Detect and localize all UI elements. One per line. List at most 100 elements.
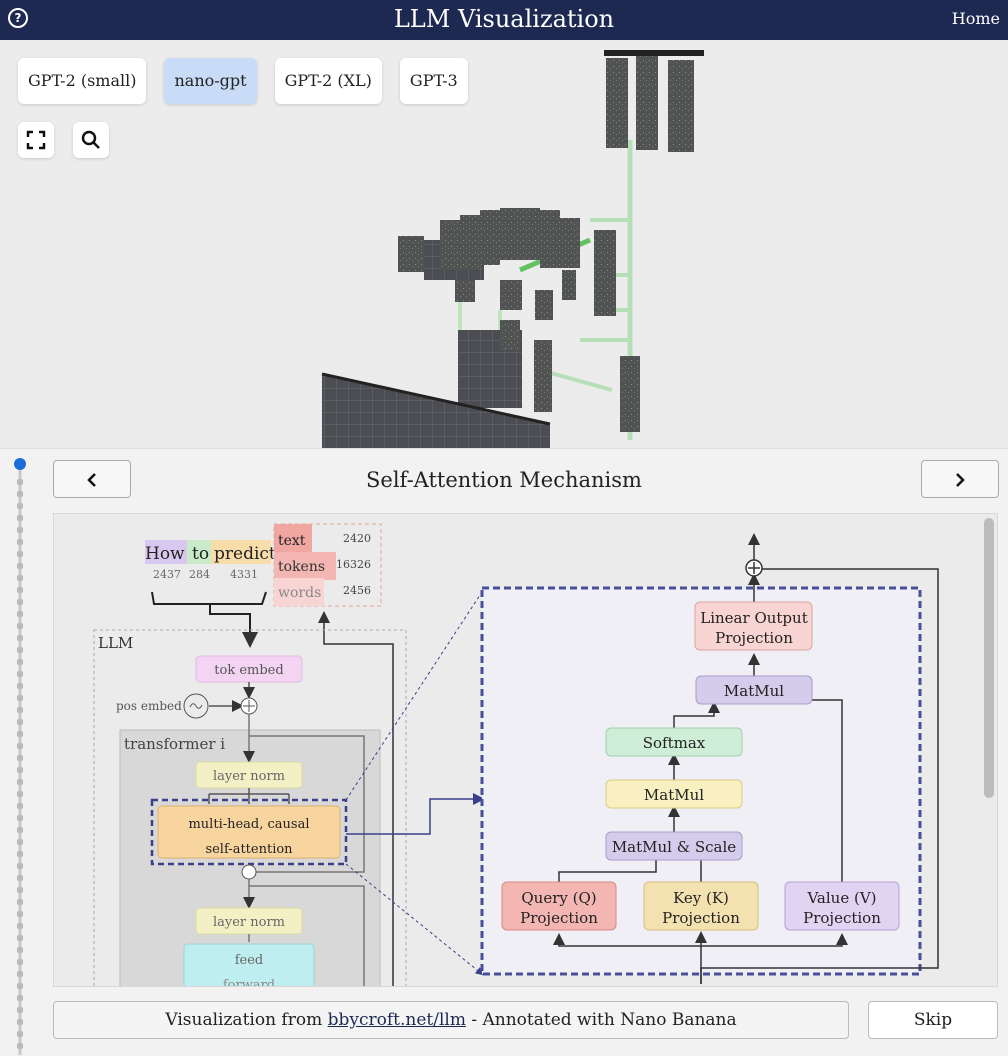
word-chip [187,540,211,564]
timeline-step[interactable] [17,911,23,917]
model-button-gpt2-small[interactable]: GPT-2 (small) [18,58,147,104]
timeline-step[interactable] [17,683,23,689]
timeline-step[interactable] [17,659,23,665]
linear-output-projection [694,601,813,651]
fullscreen-button[interactable] [18,122,54,158]
timeline-step[interactable] [17,551,23,557]
add-icon [241,864,257,880]
diagram-scrollbar[interactable] [984,518,994,798]
timeline-step[interactable] [17,767,23,773]
llm-box [93,629,407,986]
timeline-step[interactable] [17,707,23,713]
block-label: MatMul & Scale [612,838,736,856]
timeline-step[interactable] [17,779,23,785]
block-label: Value (V) [806,889,876,907]
timeline-step[interactable] [17,1007,23,1013]
timeline-step[interactable] [17,815,23,821]
credit-suffix: - Annotated with Nano Banana [465,1010,737,1030]
token-id: 2437 [153,568,181,581]
timeline-step[interactable] [17,887,23,893]
pos-embed-icon [183,693,209,719]
timeline-step[interactable] [17,959,23,965]
output-token-id: 16326 [336,558,371,571]
input-words: How to predict 2437 284 4331 [145,540,276,581]
timeline-step[interactable] [17,611,23,617]
block-label: MatMul [724,682,784,700]
input-word: How [145,544,185,564]
timeline-step[interactable] [17,743,23,749]
timeline-step[interactable] [17,995,23,1001]
timeline-step[interactable] [17,563,23,569]
timeline-step[interactable] [17,1031,23,1037]
timeline-step[interactable] [17,755,23,761]
timeline-step[interactable] [17,983,23,989]
timeline-step[interactable] [17,719,23,725]
progress-timeline[interactable] [12,455,28,1055]
timeline-step[interactable] [17,923,23,929]
timeline-step[interactable] [17,827,23,833]
fullscreen-icon [26,130,46,150]
timeline-step[interactable] [17,1043,23,1049]
skip-button[interactable]: Skip [868,1001,998,1039]
mhsa-block[interactable] [157,805,341,859]
timeline-step[interactable] [17,635,23,641]
credit-prefix: Visualization from [165,1010,328,1030]
timeline-step[interactable] [17,503,23,509]
timeline-step[interactable] [17,839,23,845]
key-projection [643,881,759,931]
tok-embed-label: tok embed [214,663,283,678]
diagram-svg: How to predict 2437 284 4331 text tokens… [93,523,939,986]
block-label: Projection [520,909,598,927]
panel-title: Self-Attention Mechanism [366,468,642,492]
model-3d-render[interactable] [0,40,1008,448]
next-button[interactable] [921,460,999,498]
layer-norm-label: layer norm [213,769,285,784]
timeline-step[interactable] [17,935,23,941]
matmul-block [605,779,743,809]
timeline-step[interactable] [17,491,23,497]
block-label: MatMul [644,786,704,804]
timeline-step[interactable] [17,1019,23,1025]
timeline-step[interactable] [17,671,23,677]
timeline-step[interactable] [17,851,23,857]
timeline-step[interactable] [17,599,23,605]
timeline-step[interactable] [17,587,23,593]
walkthrough-panel: Self-Attention Mechanism How to [0,448,1008,1056]
timeline-step[interactable] [17,479,23,485]
timeline-step[interactable] [17,791,23,797]
timeline-step[interactable] [17,623,23,629]
matmul-block [695,675,813,705]
timeline-step[interactable] [17,803,23,809]
timeline-step[interactable] [17,515,23,521]
timeline-step[interactable] [17,947,23,953]
block-label: Projection [662,909,740,927]
timeline-step[interactable] [17,731,23,737]
timeline-step[interactable] [17,647,23,653]
prev-button[interactable] [53,460,131,498]
model-button-gpt3[interactable]: GPT-3 [399,58,468,104]
output-token-id: 2420 [343,532,371,545]
transformer-label: transformer i [124,735,225,753]
app-title: LLM Visualization [393,5,615,33]
model-button-nano-gpt[interactable]: nano-gpt [164,58,257,104]
timeline-step[interactable] [17,539,23,545]
search-button[interactable] [73,122,109,158]
timeline-current-dot[interactable] [14,458,26,470]
timeline-step[interactable] [17,527,23,533]
timeline-step[interactable] [17,863,23,869]
model-button-gpt2-xl[interactable]: GPT-2 (XL) [274,58,382,104]
3d-viewer[interactable]: GPT-2 (small) nano-gpt GPT-2 (XL) GPT-3 [0,40,1008,448]
output-tokens: text tokens words 2420 16326 2456 [273,523,382,607]
timeline-step[interactable] [17,971,23,977]
value-projection [784,881,900,931]
softmax-block [605,727,743,757]
timeline-step[interactable] [17,575,23,581]
timeline-step[interactable] [17,899,23,905]
credit-link[interactable]: bbycroft.net/llm [327,1010,466,1030]
timeline-step[interactable] [17,875,23,881]
help-icon[interactable]: ? [8,8,28,28]
output-token-id: 2456 [343,584,371,597]
timeline-step[interactable] [17,695,23,701]
home-link[interactable]: Home [951,9,1000,28]
matmul-scale-block [605,831,743,861]
